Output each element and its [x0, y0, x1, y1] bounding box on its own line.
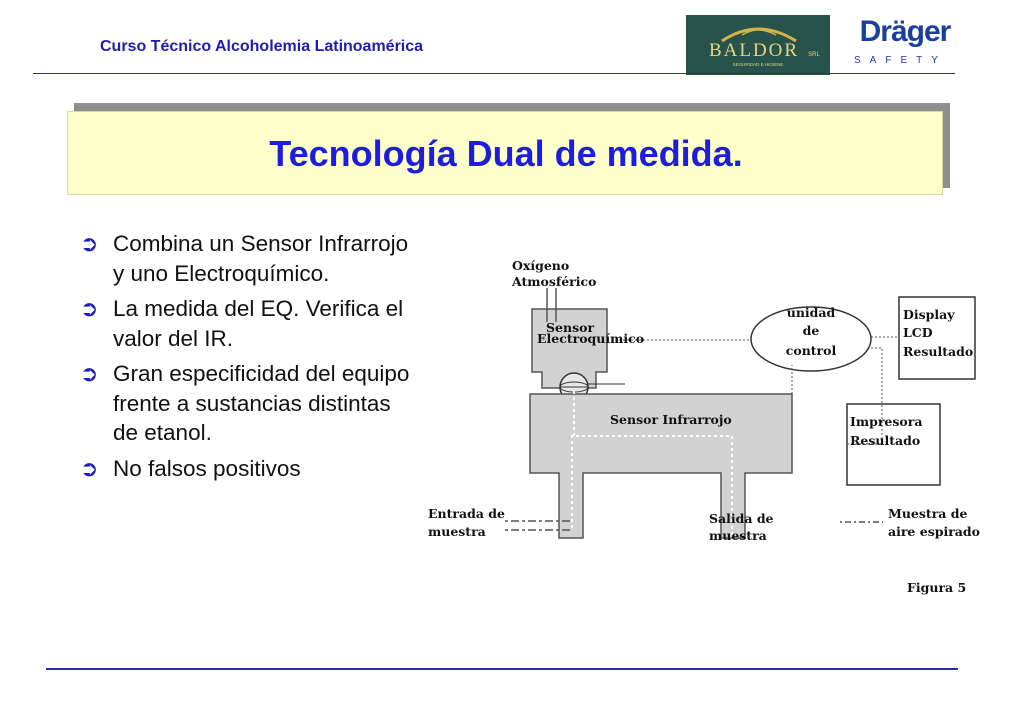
control-label-3: control: [786, 343, 837, 358]
slide-title: Tecnología Dual de medida.: [269, 133, 743, 174]
bullet-item: ➲ No falsos positivos: [80, 454, 420, 484]
arrow-circle-icon: ➲: [80, 361, 99, 386]
printer: [846, 403, 941, 486]
arrow-circle-icon: ➲: [80, 231, 99, 256]
control-unit: [750, 306, 872, 372]
display-label-3: Resultado: [903, 344, 973, 359]
printer-label-2: Resultado: [850, 433, 920, 448]
bullet-item: ➲ Combina un Sensor Infrarrojo y uno Ele…: [80, 229, 420, 288]
baldor-suffix: SRL: [808, 52, 820, 58]
breath-label-2: aire espirado: [888, 524, 980, 539]
baldor-name: BALDOR: [709, 40, 799, 61]
display-label-2: LCD: [903, 325, 933, 340]
bullet-item: ➲ La medida del EQ. Verifica el valor de…: [80, 294, 420, 353]
bullet-text: Combina un Sensor Infrarrojo y uno Elect…: [113, 231, 409, 286]
inlet-label-1: Entrada de: [428, 506, 505, 521]
bullet-text: No falsos positivos: [113, 455, 301, 481]
bullet-item: ➲ Gran especificidad del equipo frente a…: [80, 359, 420, 448]
bullet-text: Gran especificidad del equipo frente a s…: [113, 361, 410, 445]
control-label-1: unidad: [787, 305, 836, 320]
inlet-label-2: muestra: [428, 524, 486, 539]
drager-logo: Dräger SAFETY: [850, 15, 960, 73]
electrochemical-label-1: Sensor: [546, 320, 594, 335]
baldor-tagline: SEGURIDAD E HIGIENE: [733, 62, 784, 67]
drager-safety: SAFETY: [854, 55, 947, 66]
oxygen-label-1: Oxígeno: [512, 258, 569, 273]
display-lcd: [898, 296, 976, 380]
footer-divider: [46, 668, 958, 670]
infrared-label: Sensor Infrarrojo: [610, 412, 732, 427]
sensor-diagram: Oxígeno Atmosférico Sensor Electroquímic…: [420, 238, 1000, 608]
arrow-circle-icon: ➲: [80, 455, 99, 481]
figure-caption: Figura 5: [907, 580, 966, 595]
bullet-text: La medida del EQ. Verifica el valor del …: [113, 296, 404, 351]
electrochemical-sensor: [531, 308, 608, 389]
outlet-label-2: muestra: [709, 528, 767, 543]
drager-name: Dräger: [859, 15, 952, 48]
breath-label-1: Muestra de: [888, 506, 967, 521]
display-label-1: Display: [903, 307, 955, 322]
infrared-chamber: [529, 393, 793, 539]
oxygen-label-2: Atmosférico: [511, 274, 596, 289]
course-title: Curso Técnico Alcoholemia Latinoamérica: [100, 38, 424, 55]
outlet-label-1: Salida de: [709, 511, 774, 526]
title-box: Tecnología Dual de medida.: [67, 111, 943, 195]
arrow-circle-icon: ➲: [80, 296, 99, 321]
electrochemical-label-2: Electroquímico: [537, 331, 644, 346]
control-label-2: de: [803, 323, 820, 338]
baldor-logo: BALDOR SRL SEGURIDAD E HIGIENE: [686, 15, 830, 75]
bullet-list: ➲ Combina un Sensor Infrarrojo y uno Ele…: [80, 229, 420, 489]
header-divider: [33, 73, 955, 74]
printer-label-1: Impresora: [850, 414, 922, 429]
